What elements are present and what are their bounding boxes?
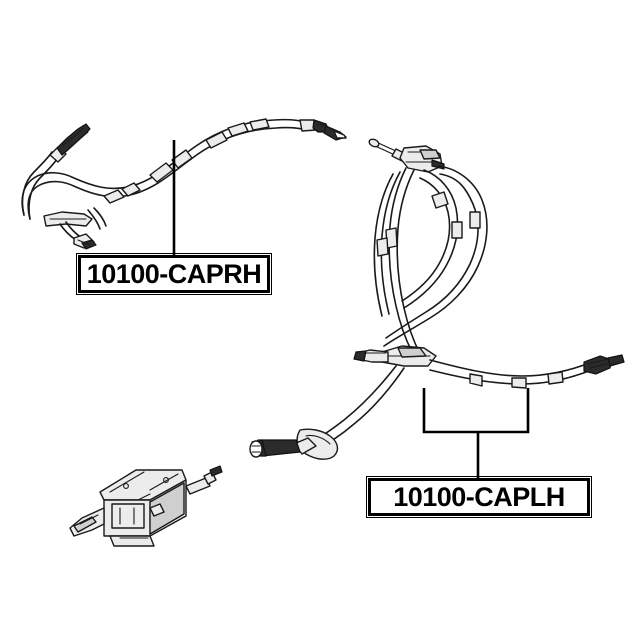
part-number-label-caplh: 10100-CAPLH — [366, 476, 592, 518]
left-hand-brake-cable — [249, 165, 625, 478]
leader-bracket-caplh — [422, 388, 530, 434]
part-number-text: 10100-CAPLH — [393, 481, 565, 512]
parking-brake-lever-assembly — [69, 465, 223, 547]
part-number-text: 10100-CAPRH — [86, 258, 262, 289]
part-number-label-caprh: 10100-CAPRH — [76, 253, 272, 295]
right-hand-brake-cable — [21, 118, 347, 255]
cable-guide-bracket — [399, 145, 445, 173]
